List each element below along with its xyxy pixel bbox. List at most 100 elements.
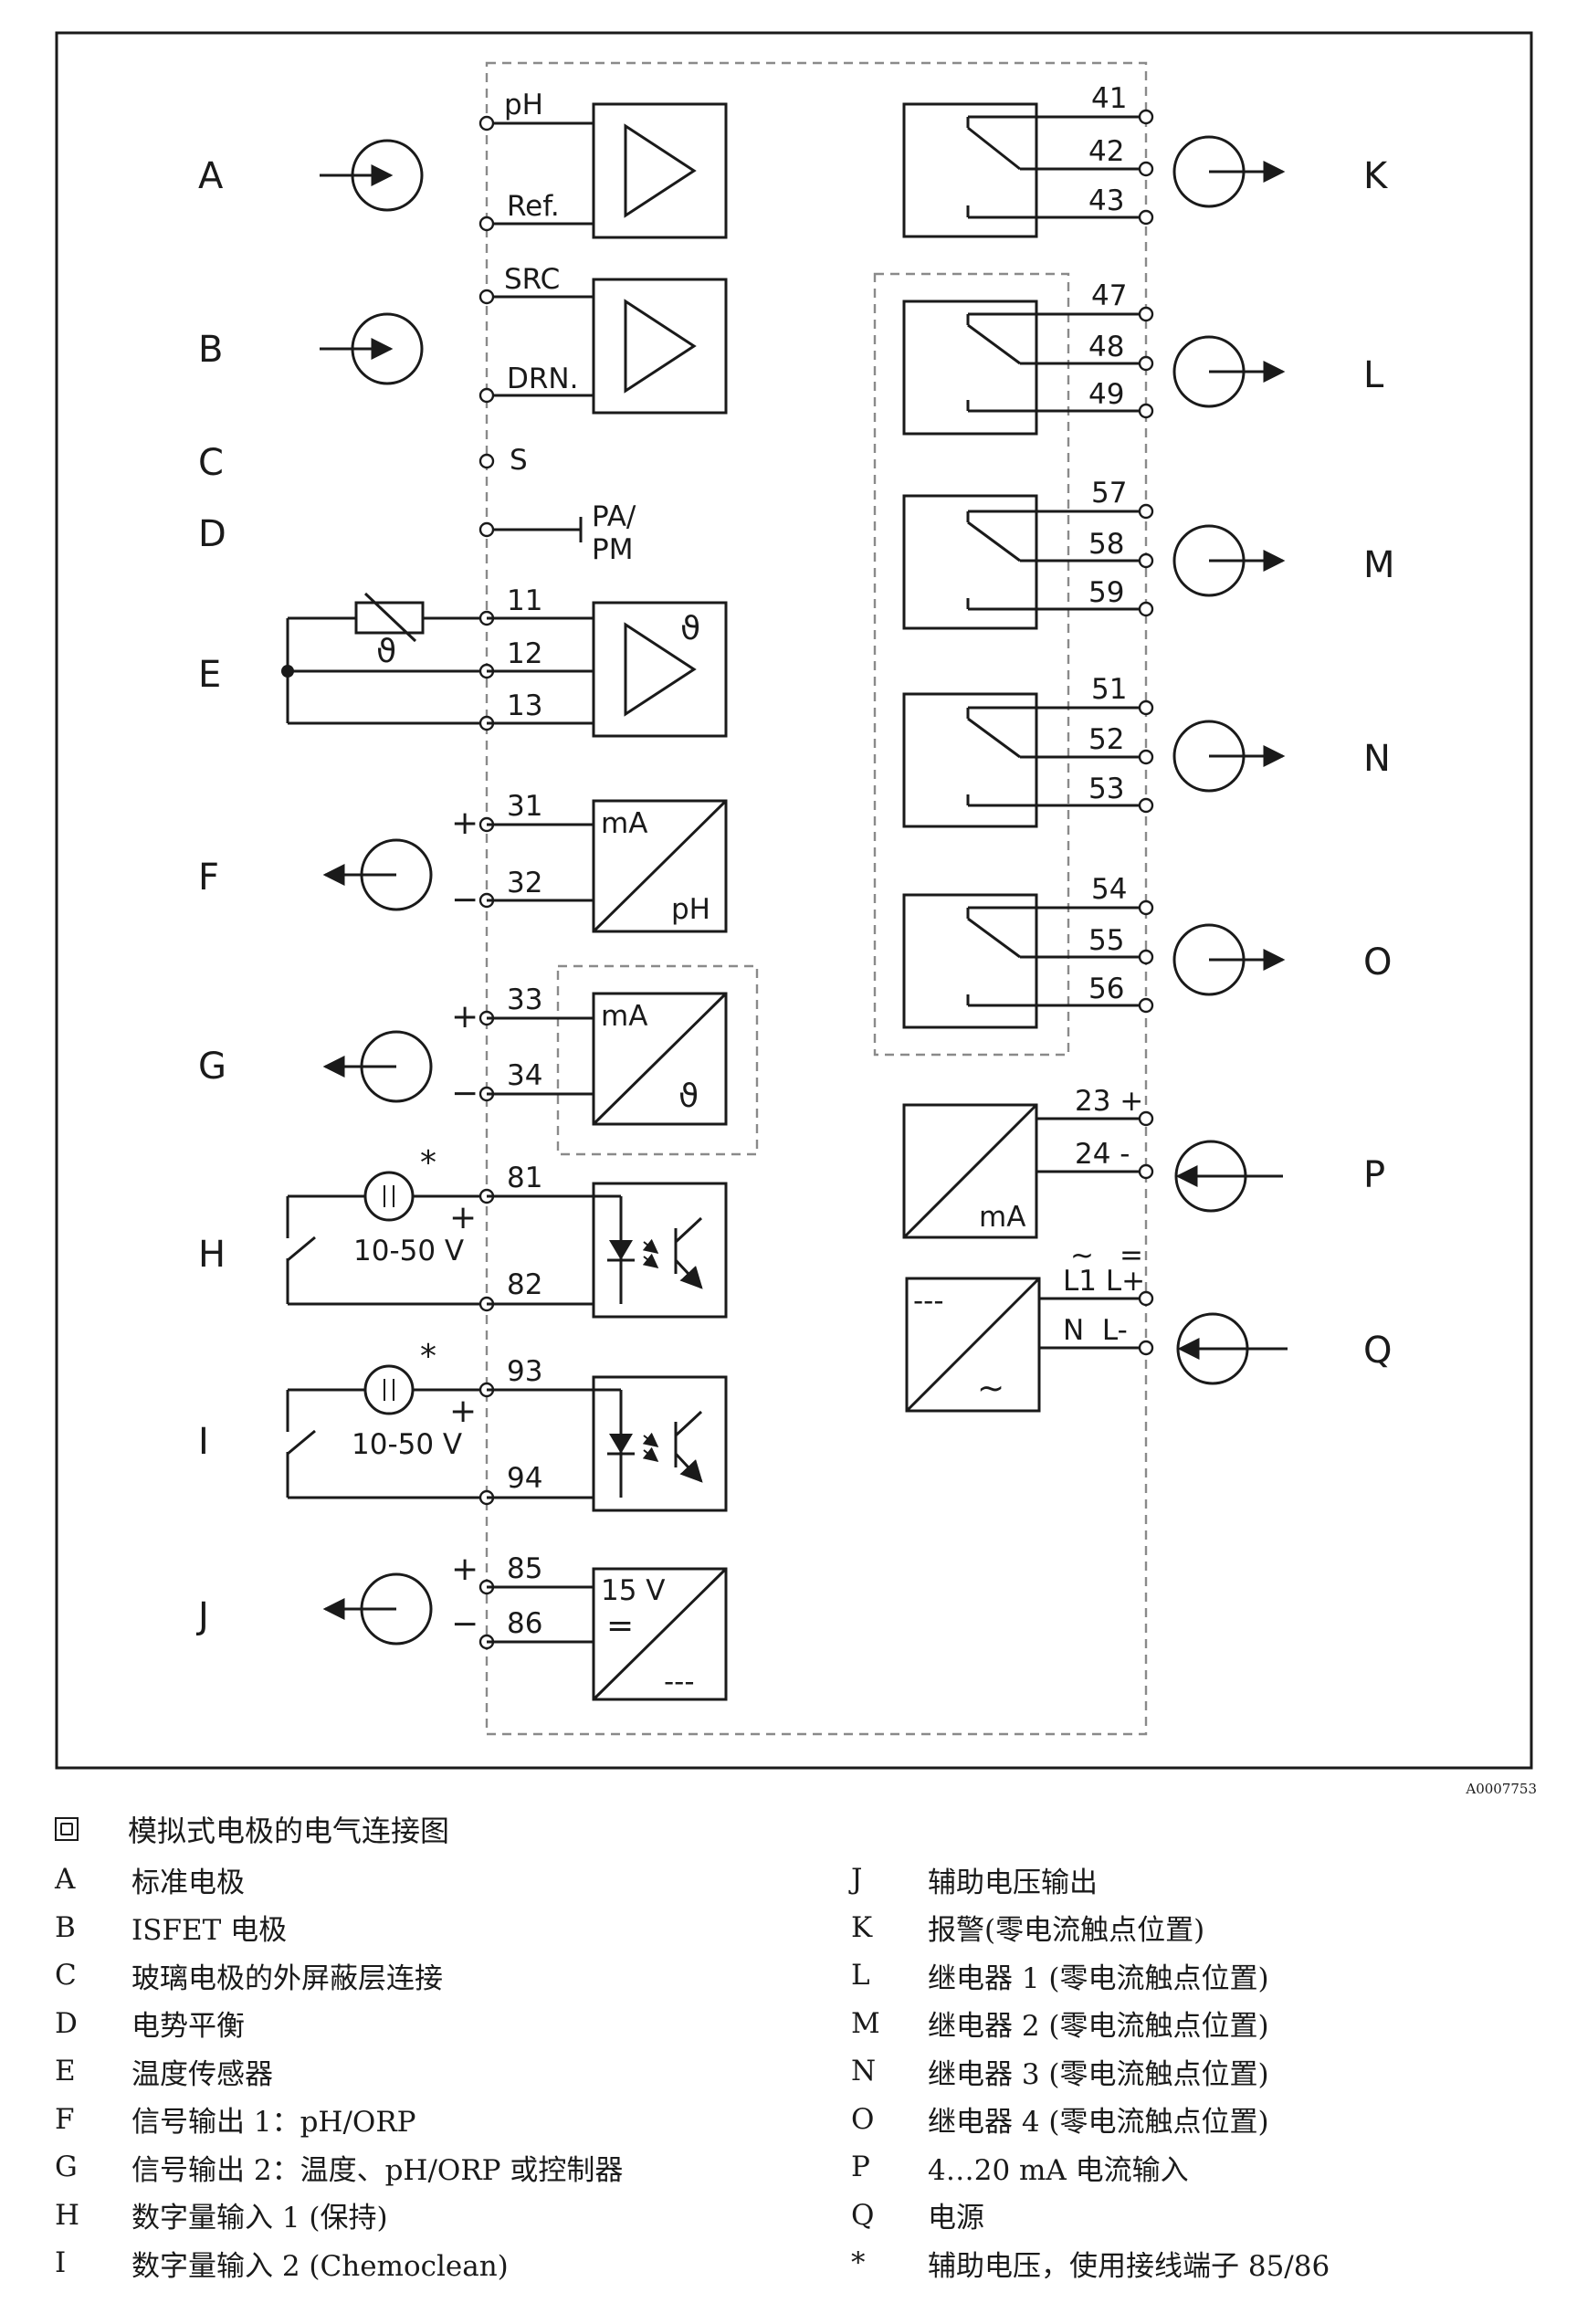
svg-text:48: 48 <box>1088 331 1124 363</box>
led-icon <box>609 1434 633 1454</box>
svg-text:+: + <box>449 1199 477 1236</box>
row-label-f: F <box>198 857 219 899</box>
row-label-h: H <box>198 1234 226 1276</box>
svg-text:23 +: 23 + <box>1075 1085 1143 1118</box>
svg-text:ϑ: ϑ <box>376 633 396 670</box>
row-label-q: Q <box>1363 1330 1392 1372</box>
switch-icon <box>287 1236 316 1262</box>
row-label-o: O <box>1363 941 1392 983</box>
relay-box <box>902 300 1038 436</box>
svg-text:L1 L+: L1 L+ <box>1063 1265 1145 1298</box>
svg-text:59: 59 <box>1088 576 1124 609</box>
row-a-standard-electrode: pH Ref. <box>320 89 728 239</box>
led-icon <box>609 1240 633 1260</box>
svg-text:49: 49 <box>1088 378 1124 411</box>
svg-text:41: 41 <box>1091 82 1127 115</box>
svg-text:ϑ: ϑ <box>680 610 700 647</box>
relay-o-relay-4: 54 55 56 <box>902 873 1286 1029</box>
svg-text:Ref.: Ref. <box>507 190 560 223</box>
svg-text:24 -: 24 - <box>1075 1138 1130 1171</box>
svg-text:=: = <box>1120 1239 1143 1272</box>
svg-text:58: 58 <box>1088 528 1124 561</box>
wiring-diagram: A B C D E F G H I J K L M N O P Q pH Ref… <box>55 31 1533 1770</box>
row-b-isfet-electrode: SRC DRN. <box>320 263 728 415</box>
svg-text:47: 47 <box>1091 279 1127 312</box>
svg-text:---: --- <box>664 1666 695 1698</box>
row-g-signal-output-2: + − 33 34 mA ϑ <box>322 983 728 1126</box>
svg-text:81: 81 <box>507 1162 542 1194</box>
figure-icon <box>55 1817 79 1841</box>
row-label-m: M <box>1363 544 1395 586</box>
relay-group-outline <box>873 272 1070 1057</box>
svg-text:10-50 V: 10-50 V <box>352 1428 462 1461</box>
dc-source-icon <box>363 1171 415 1222</box>
row-q-power-supply: --- ~ ~ = L1 L+ N L- <box>905 1239 1288 1413</box>
caption-text: 模拟式电极的电气连接图 <box>128 1814 450 1848</box>
row-label-d: D <box>198 513 226 555</box>
dc-source-icon <box>363 1364 415 1415</box>
row-label-g: G <box>198 1046 226 1088</box>
row-j-aux-voltage-output: + − 85 86 15 V = --- <box>322 1551 728 1701</box>
svg-text:31: 31 <box>507 790 542 823</box>
optocoupler-box <box>592 1182 728 1319</box>
svg-text:SRC: SRC <box>504 263 560 296</box>
svg-text:10-50 V: 10-50 V <box>353 1235 464 1267</box>
svg-text:−: − <box>451 1605 478 1643</box>
svg-text:pH: pH <box>671 893 710 926</box>
svg-text:−: − <box>451 881 478 919</box>
svg-text:32: 32 <box>507 867 542 899</box>
svg-text:54: 54 <box>1091 873 1127 906</box>
svg-text:43: 43 <box>1088 184 1124 217</box>
figure-caption: 模拟式电极的电气连接图 <box>55 1810 449 1848</box>
temperature-amplifier-box <box>592 601 728 738</box>
svg-text:---: --- <box>913 1285 944 1318</box>
svg-text:mA: mA <box>979 1201 1025 1234</box>
amplifier-box <box>592 278 728 415</box>
relay-contact-icon <box>967 717 1021 759</box>
svg-text:51: 51 <box>1091 673 1127 706</box>
row-f-signal-output-1: + − 31 32 mA pH <box>322 790 728 933</box>
svg-text:N L-: N L- <box>1063 1314 1128 1347</box>
row-d-potential-matching: PA/ PM <box>478 500 636 566</box>
relay-contact-icon <box>967 126 1021 171</box>
row-h-digital-input-1: * + 10-50 V 81 82 <box>286 1144 728 1319</box>
svg-text:93: 93 <box>507 1355 542 1388</box>
relay-n-relay-3: 51 52 53 <box>902 673 1286 828</box>
svg-text:53: 53 <box>1088 773 1124 805</box>
svg-text:−: − <box>451 1075 478 1112</box>
svg-text:S: S <box>510 444 528 477</box>
svg-text:mA: mA <box>601 807 647 840</box>
svg-text:86: 86 <box>507 1607 542 1640</box>
relay-l-relay-1: 47 48 49 <box>902 279 1286 436</box>
row-p-current-input: mA 23 + 24 - <box>902 1085 1283 1239</box>
relay-contact-icon <box>967 917 1021 959</box>
row-label-j: J <box>195 1595 209 1637</box>
row-i-digital-input-2: * + 10-50 V 93 94 <box>286 1338 728 1512</box>
svg-text:11: 11 <box>507 584 542 617</box>
svg-text:+: + <box>451 1551 478 1588</box>
relay-k-alarm: 41 42 43 <box>902 82 1286 238</box>
svg-text:~: ~ <box>1070 1239 1094 1272</box>
svg-text:=: = <box>606 1607 634 1645</box>
row-label-b: B <box>198 329 223 371</box>
row-label-k: K <box>1363 155 1389 197</box>
svg-text:mA: mA <box>601 1000 647 1033</box>
row-c-shield: S <box>478 444 528 477</box>
svg-text:pH: pH <box>504 89 543 121</box>
svg-text:12: 12 <box>507 637 542 670</box>
